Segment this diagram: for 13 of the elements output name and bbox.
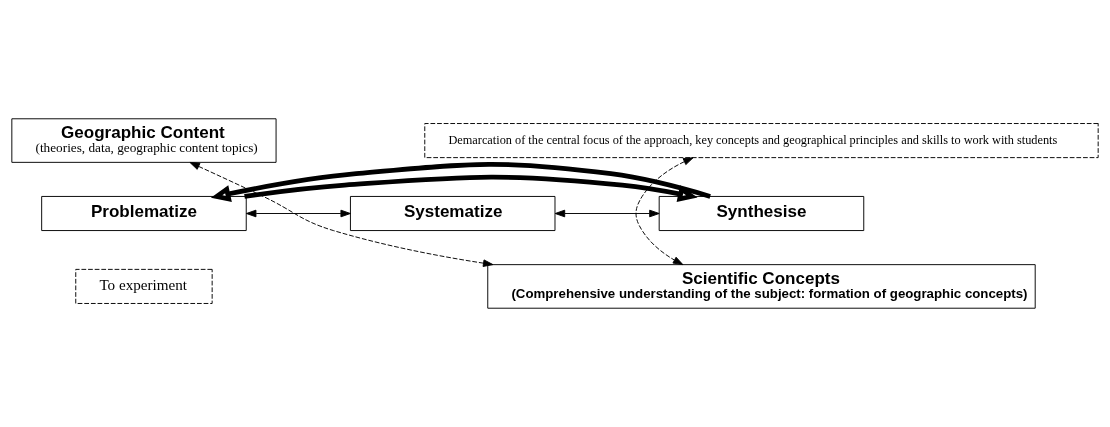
- node-box: Geographic Content (theories, data, geographic content topics): [11, 118, 277, 163]
- arrow: [554, 209, 660, 218]
- node-box: Synthesise: [658, 195, 865, 232]
- arrow: [244, 174, 698, 203]
- node-box: Demarcation of the central focus of the approach, key concepts and geographical principles and skills to work with students: [424, 123, 1099, 159]
- arrow: [635, 157, 694, 266]
- node-box: Systematize: [349, 195, 556, 232]
- arrow: [189, 161, 494, 267]
- node-box: To experiment: [75, 268, 213, 304]
- node-box: Problematize: [41, 195, 247, 232]
- arrow: [210, 161, 711, 202]
- arrow: [246, 209, 351, 218]
- node-box: Scientific Concepts (Comprehensive understanding of the subject: formation of geographic concepts): [487, 264, 1036, 309]
